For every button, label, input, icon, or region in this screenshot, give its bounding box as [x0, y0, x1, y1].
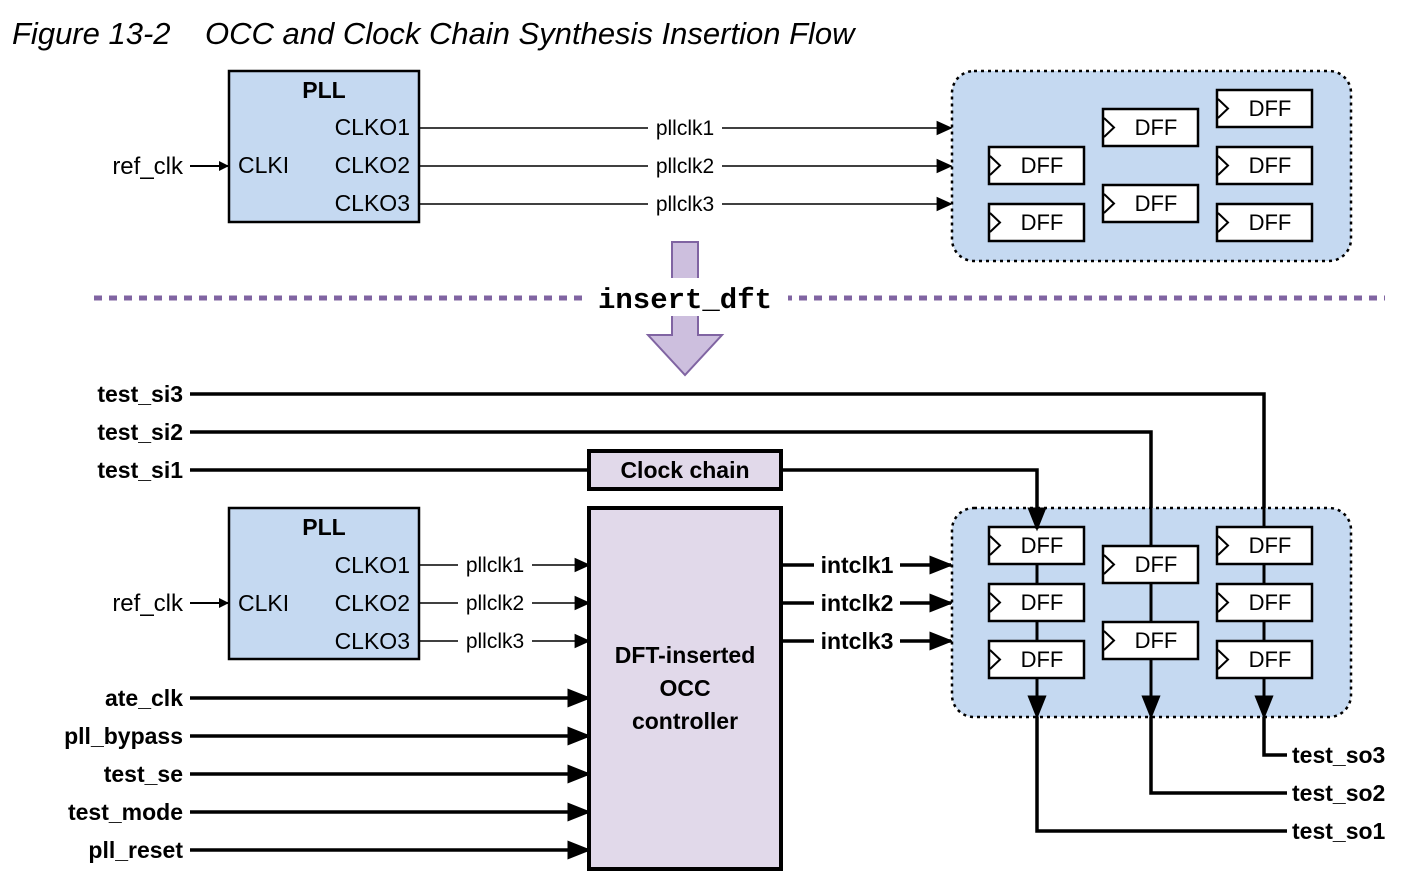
dff-cell: DFF — [1101, 183, 1200, 224]
test-so1-label: test_so1 — [1292, 818, 1386, 844]
dff-label: DFF — [1021, 153, 1064, 178]
test-mode-label: test_mode — [68, 799, 183, 825]
dff-label: DFF — [1135, 552, 1178, 577]
pll-reset-label: pll_reset — [88, 837, 183, 863]
pll-title: PLL — [302, 77, 345, 103]
ref-clk-label: ref_clk — [112, 590, 184, 617]
ref-clk-label: ref_clk — [112, 153, 184, 180]
dff-label: DFF — [1135, 628, 1178, 653]
test-so2-label: test_so2 — [1292, 780, 1385, 806]
dff-cell: DFF — [1215, 639, 1314, 680]
dff-label: DFF — [1021, 590, 1064, 615]
dff-label: DFF — [1249, 533, 1292, 558]
occ-controller-line2: OCC — [659, 675, 710, 701]
pll-bypass-label: pll_bypass — [64, 723, 183, 749]
pllclk1-label: pllclk1 — [656, 117, 714, 140]
dff-cell: DFF — [987, 639, 1086, 680]
dff-label: DFF — [1249, 210, 1292, 235]
dff-cell: DFF — [1215, 582, 1314, 623]
occ-controller-line1: DFT-inserted — [615, 642, 756, 668]
figure-title: Figure 13-2 OCC and Clock Chain Synthesi… — [12, 16, 857, 51]
test-se-label: test_se — [104, 761, 183, 787]
ate-clk-label: ate_clk — [105, 685, 183, 711]
intclk2-label: intclk2 — [821, 590, 894, 616]
pllclk1-label: pllclk1 — [466, 554, 524, 577]
insert-dft-command: insert_dft — [598, 284, 772, 317]
dff-cell: DFF — [987, 202, 1086, 243]
pllclk3-label: pllclk3 — [656, 193, 714, 216]
dff-label: DFF — [1135, 115, 1178, 140]
dff-cell: DFF — [1215, 202, 1314, 243]
occ-controller-block — [587, 506, 783, 871]
top-pll-block: PLL CLKI CLKO1 CLKO2 CLKO3 — [227, 69, 421, 224]
dff-cell: DFF — [1101, 620, 1200, 661]
pll-pin-clko3: CLKO3 — [335, 190, 410, 216]
pll-pin-clki: CLKI — [238, 590, 289, 616]
clock-chain-label: Clock chain — [620, 457, 749, 483]
dff-cell: DFF — [1215, 145, 1314, 186]
dff-label: DFF — [1249, 96, 1292, 121]
dff-cell: DFF — [1101, 544, 1200, 585]
pllclk2-label: pllclk2 — [466, 592, 524, 615]
dff-label: DFF — [1021, 533, 1064, 558]
bottom-pll-block: PLL CLKI CLKO1 CLKO2 CLKO3 — [227, 506, 421, 661]
pll-pin-clko2: CLKO2 — [335, 590, 410, 616]
occ-controller-line3: controller — [632, 708, 738, 734]
dff-label: DFF — [1021, 210, 1064, 235]
dff-label: DFF — [1135, 191, 1178, 216]
test-so1-wire — [1035, 717, 1287, 833]
top-dff-cells: DFF DFF DFF DFF DFF DFF — [987, 88, 1314, 243]
intclk1-label: intclk1 — [821, 552, 894, 578]
dff-cell: DFF — [987, 582, 1086, 623]
test-si3-label: test_si3 — [97, 381, 183, 407]
pll-pin-clko1: CLKO1 — [335, 552, 410, 578]
pll-pin-clko1: CLKO1 — [335, 114, 410, 140]
pll-pin-clki: CLKI — [238, 152, 289, 178]
pll-pin-clko3: CLKO3 — [335, 628, 410, 654]
dff-label: DFF — [1249, 153, 1292, 178]
pll-pin-clko2: CLKO2 — [335, 152, 410, 178]
dff-label: DFF — [1249, 647, 1292, 672]
pll-title: PLL — [302, 514, 345, 540]
pllclk2-label: pllclk2 — [656, 155, 714, 178]
test-so3-wire — [1262, 717, 1287, 757]
test-si1-label: test_si1 — [97, 457, 183, 483]
dff-cell: DFF — [987, 145, 1086, 186]
dff-label: DFF — [1021, 647, 1064, 672]
test-so2-wire — [1149, 717, 1287, 795]
intclk3-label: intclk3 — [821, 628, 894, 654]
test-so3-label: test_so3 — [1292, 742, 1385, 768]
dff-cell: DFF — [1215, 525, 1314, 566]
dff-cell: DFF — [987, 525, 1086, 566]
dff-cell: DFF — [1101, 107, 1200, 148]
test-si2-label: test_si2 — [97, 419, 183, 445]
test-si3-wire — [190, 392, 1266, 534]
dff-label: DFF — [1249, 590, 1292, 615]
pllclk3-label: pllclk3 — [466, 630, 524, 653]
dff-cell: DFF — [1215, 88, 1314, 129]
clock-chain-block — [587, 449, 783, 491]
